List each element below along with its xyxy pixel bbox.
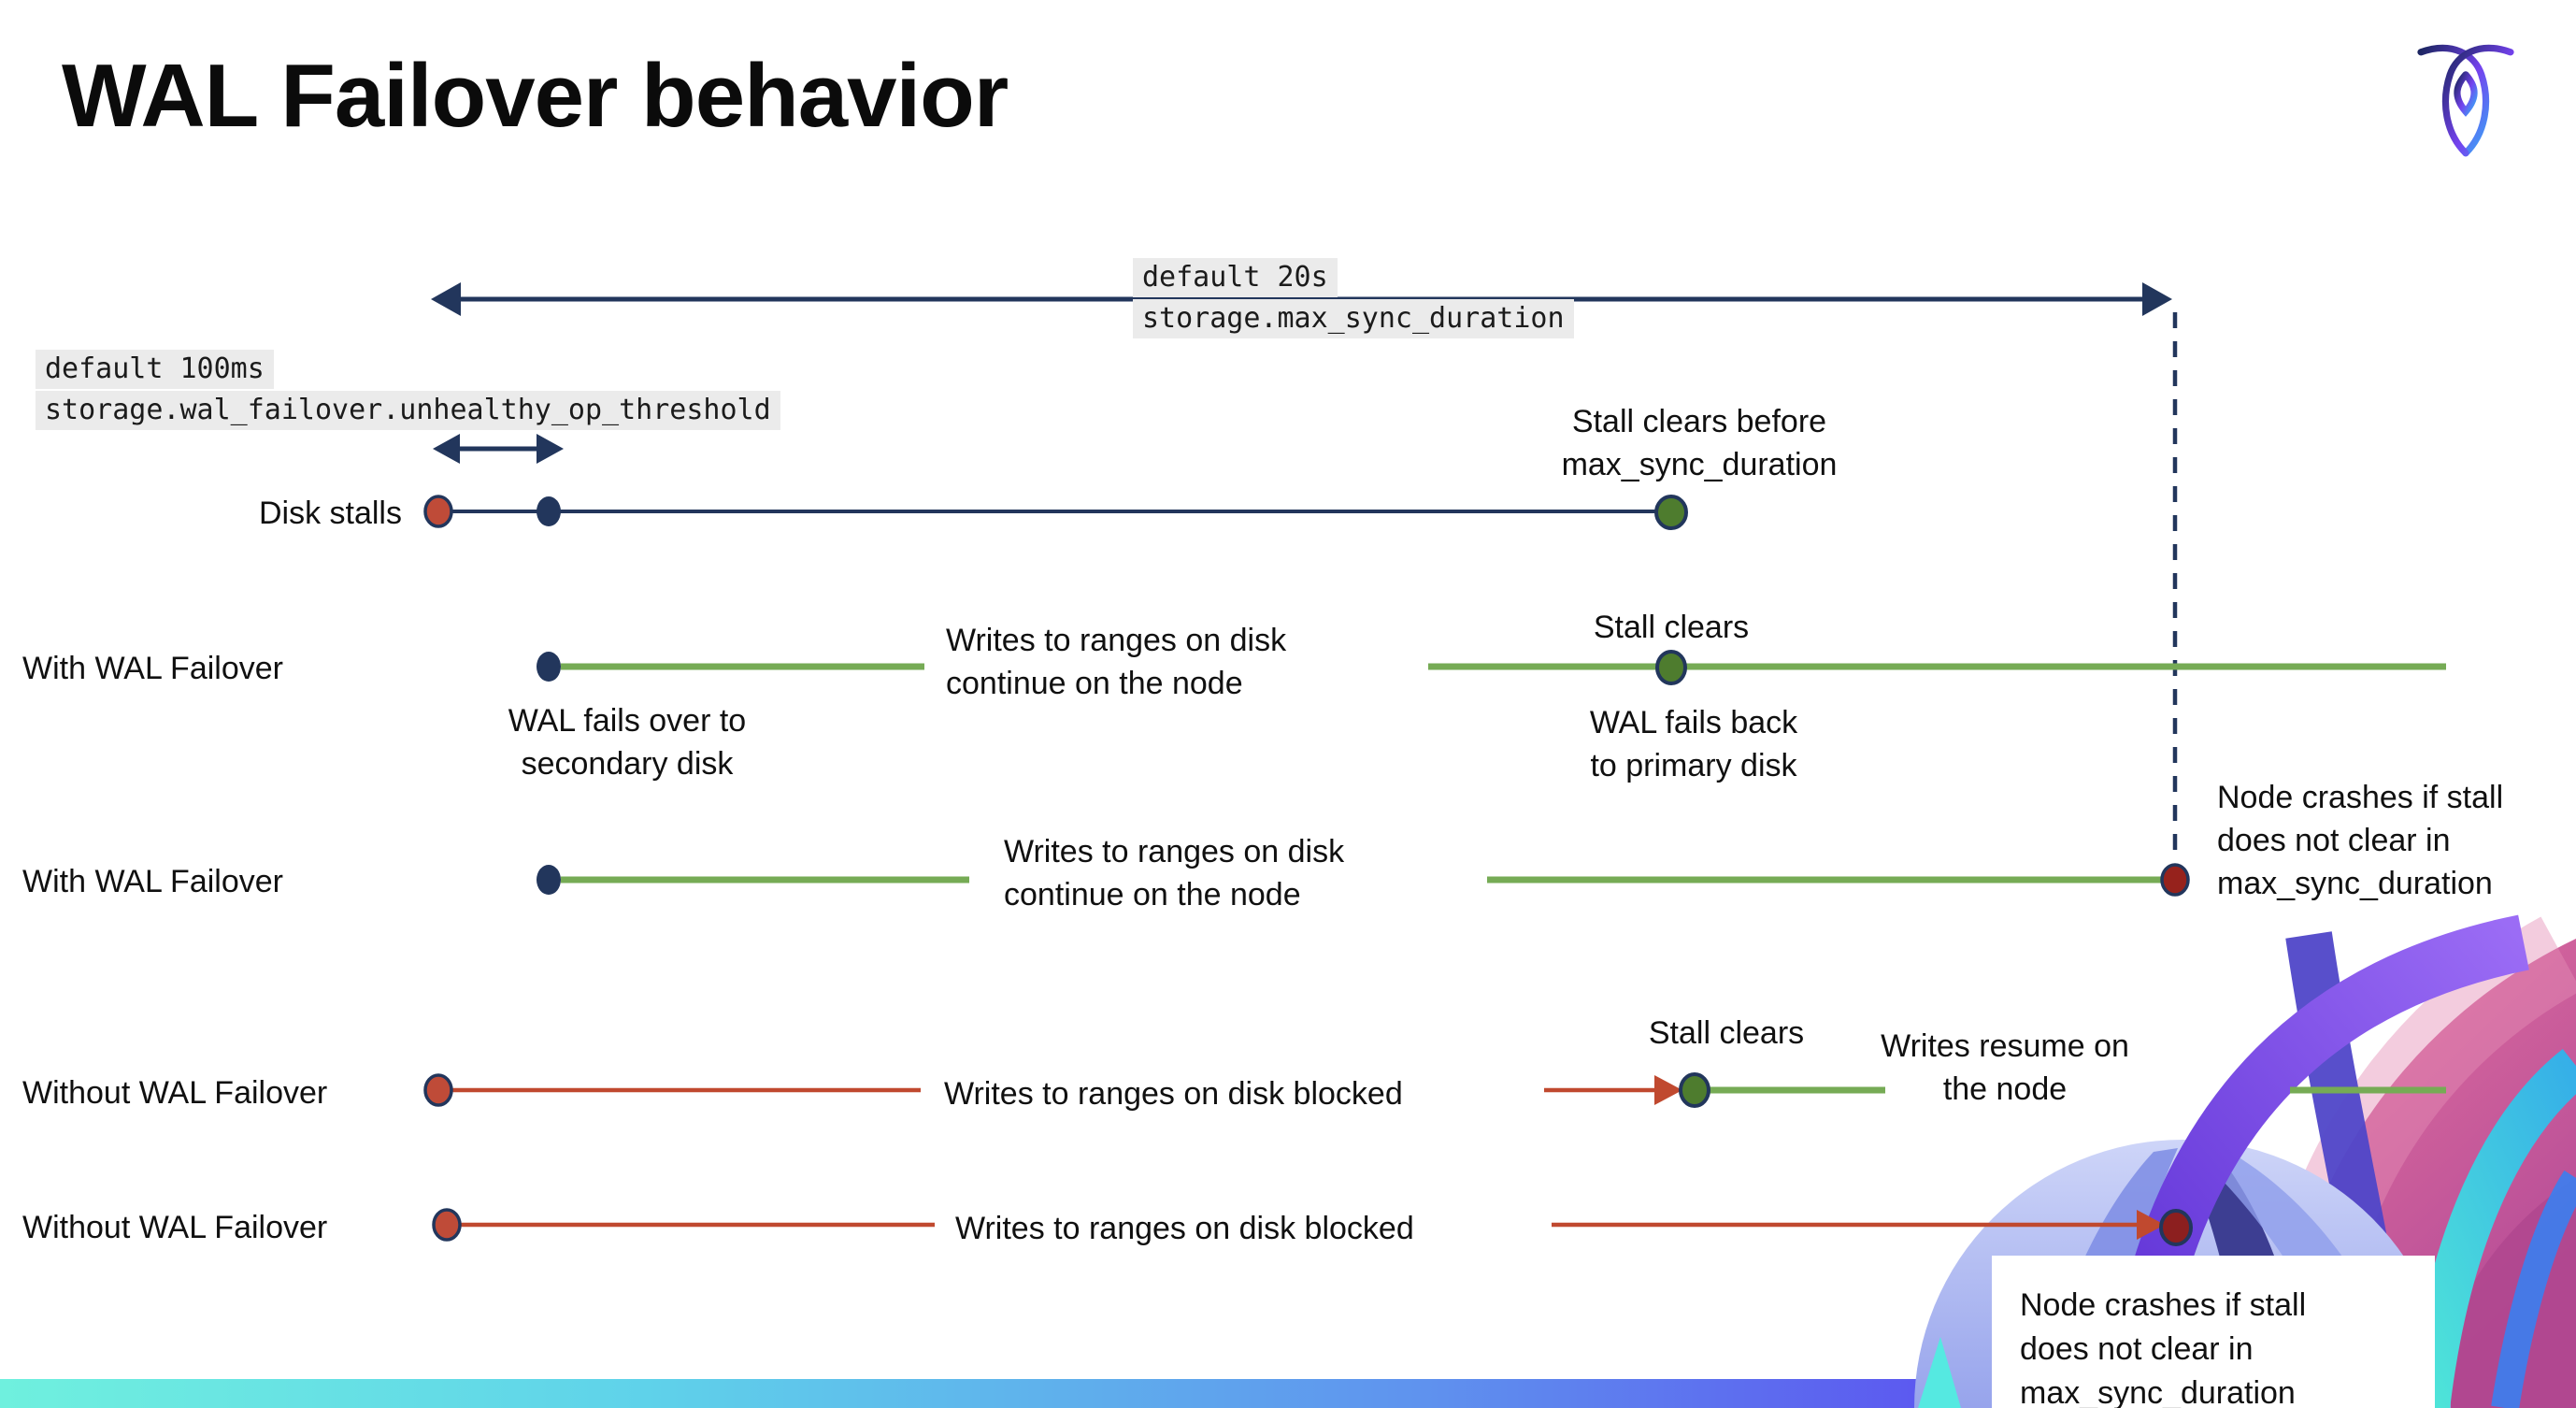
timeline-disk-stalls xyxy=(423,495,1688,530)
arrowhead-right xyxy=(537,434,564,464)
annotation-writes-resume: Writes resume on the node xyxy=(1881,1028,2129,1107)
row-label-disk-stalls: Disk stalls xyxy=(258,496,402,531)
logo-right-antenna-left-body xyxy=(2441,45,2514,157)
row-label-with-wal-failover-1: With WAL Failover xyxy=(22,651,283,686)
annotation-node-crashes-1: Node crashes if stall does not clear in … xyxy=(2217,780,2504,901)
timeline-with-failover-clears xyxy=(537,650,2446,685)
logo-inner-leaf xyxy=(2454,71,2478,117)
failover-dot xyxy=(537,652,561,682)
unhealthy-op-default-label: default 100ms xyxy=(36,350,274,389)
timeline-without-failover-crash xyxy=(432,1208,2193,1246)
stall-clears-dot xyxy=(1679,1072,1710,1108)
timeline-with-failover-crash xyxy=(537,863,2190,897)
failover-dot xyxy=(537,865,561,895)
red-arrowhead xyxy=(1654,1075,1682,1105)
timeline-without-failover-clears xyxy=(423,1072,2446,1108)
annotation-stall-clears-2: Stall clears xyxy=(1648,1015,1805,1051)
annotation-wal-fails-back: WAL fails back to primary disk xyxy=(1589,705,1798,783)
row-label-with-wal-failover-2: With WAL Failover xyxy=(22,864,283,899)
row-label-without-wal-failover-1: Without WAL Failover xyxy=(22,1075,328,1111)
annotation-wal-fails-over: WAL fails over to secondary disk xyxy=(508,703,747,782)
red-arrowhead xyxy=(2137,1210,2165,1240)
arrowhead-right xyxy=(2142,282,2172,316)
stall-start-dot xyxy=(423,1073,453,1107)
threshold-dot xyxy=(537,496,561,526)
annotation-stall-clears-before: Stall clears before max_sync_duration xyxy=(1561,404,1838,482)
unhealthy-op-threshold-arrow xyxy=(433,434,564,464)
annotation-writes-blocked-1: Writes to ranges on disk blocked xyxy=(944,1076,1403,1112)
stall-start-dot xyxy=(423,495,453,528)
arrowhead-left xyxy=(431,282,461,316)
annotation-writes-blocked-2: Writes to ranges on disk blocked xyxy=(955,1211,1414,1246)
stall-clears-dot xyxy=(1654,495,1688,530)
row-label-without-wal-failover-2: Without WAL Failover xyxy=(22,1210,328,1245)
crash-dot xyxy=(2160,863,2190,897)
art-teal-band xyxy=(2407,1048,2576,1408)
page-title: WAL Failover behavior xyxy=(62,46,1009,146)
art-blue-band xyxy=(2491,1170,2576,1408)
max-sync-default-label: default 20s xyxy=(1133,258,1338,297)
crash-callout-box: Node crashes if stall does not clear in … xyxy=(1992,1256,2435,1408)
annotation-stall-clears-1: Stall clears xyxy=(1593,610,1750,645)
fails-back-dot xyxy=(1655,650,1687,685)
logo-left-antenna-right-body xyxy=(2417,45,2490,157)
art-teal-sliver xyxy=(1918,1337,1961,1408)
annotation-writes-continue-2: Writes to ranges on disk continue on the… xyxy=(1004,834,1345,912)
arrowhead-left xyxy=(433,434,460,464)
unhealthy-op-setting-name: storage.wal_failover.unhealthy_op_thresh… xyxy=(36,391,780,430)
annotation-node-crashes-2: Node crashes if stall does not clear in … xyxy=(2020,1287,2307,1408)
stall-start-dot xyxy=(432,1208,462,1242)
max-sync-setting-name: storage.max_sync_duration xyxy=(1133,299,1574,338)
cockroachdb-logo xyxy=(2417,45,2514,157)
crash-dot xyxy=(2159,1209,2193,1246)
annotation-writes-continue-1: Writes to ranges on disk continue on the… xyxy=(946,623,1287,701)
